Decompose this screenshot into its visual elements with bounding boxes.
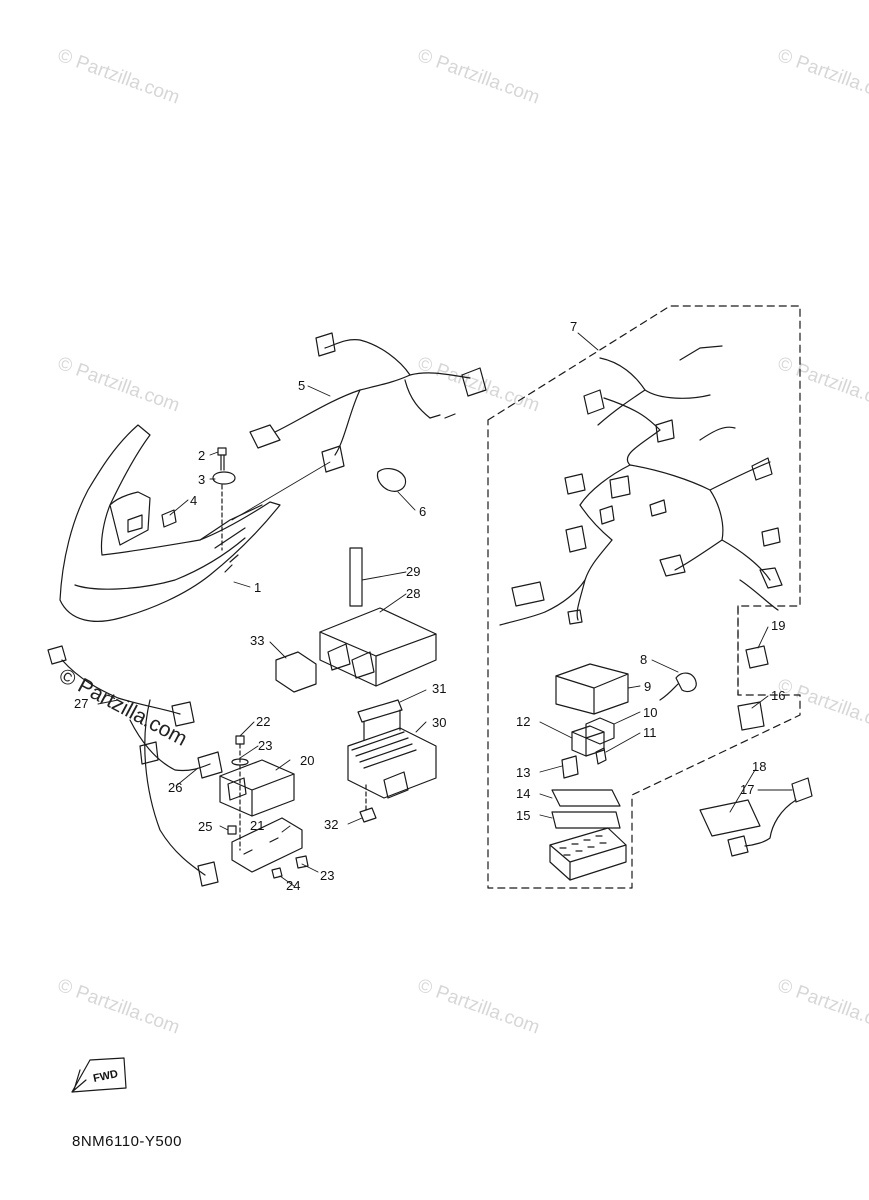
callout-8: 8: [640, 652, 647, 667]
bracket-33: [275, 651, 317, 693]
ring-terminal-8: [659, 672, 697, 701]
bracket-21: [231, 817, 303, 873]
bolt-2: [217, 447, 227, 471]
callout-14: 14: [516, 786, 530, 801]
regulator-30: [347, 727, 437, 811]
callout-2: 2: [198, 448, 205, 463]
callout-10: 10: [643, 705, 657, 720]
band-29: [349, 547, 363, 607]
main-harness-boundary: [487, 305, 801, 889]
fwd-arrow-icon: [71, 1057, 127, 1093]
fuse-label-14: [551, 789, 621, 807]
washer-23: [231, 758, 249, 766]
callout-5: 5: [298, 378, 305, 393]
relay-13: [561, 755, 579, 779]
callout-9: 9: [644, 679, 651, 694]
unit-20: [219, 759, 295, 817]
relay-12: [571, 725, 605, 757]
callout-24: 24: [286, 878, 300, 893]
callout-22: 22: [256, 714, 270, 729]
callout-28: 28: [406, 586, 420, 601]
clip-23: [295, 855, 309, 869]
fuse-box: [549, 827, 627, 881]
callout-3: 3: [198, 472, 205, 487]
sheet-18: [699, 799, 761, 837]
nut-24: [271, 867, 283, 879]
callout-31: 31: [432, 681, 446, 696]
callout-23b: 23: [320, 868, 334, 883]
callout-18: 18: [752, 759, 766, 774]
callout-19: 19: [771, 618, 785, 633]
callout-25: 25: [198, 819, 212, 834]
callout-33: 33: [250, 633, 264, 648]
callout-26: 26: [168, 780, 182, 795]
callout-11: 11: [643, 725, 657, 740]
callout-29: 29: [406, 564, 420, 579]
connector-26: [197, 751, 223, 779]
clip-4: [161, 509, 177, 528]
bolts-31: [357, 699, 403, 741]
callout-16: 16: [771, 688, 785, 703]
callout-23a: 23: [258, 738, 272, 753]
callout-21: 21: [250, 818, 264, 833]
callout-7: 7: [570, 319, 577, 334]
fwd-label: FWD: [92, 1068, 119, 1085]
diagram-code: 8NM6110-Y500: [72, 1133, 182, 1150]
callout-6: 6: [419, 504, 426, 519]
relay-10: [585, 717, 615, 745]
lead-wire-17: [727, 777, 813, 857]
leader-lines: [97, 332, 793, 887]
connector-19: [745, 645, 769, 669]
ecu-28: [319, 607, 437, 687]
callout-27: 27: [74, 696, 88, 711]
callout-12: 12: [516, 714, 530, 729]
clamp-3: [212, 471, 236, 551]
screw-22: [235, 735, 245, 851]
relay-unit-9: [555, 663, 629, 715]
callout-1: 1: [254, 580, 261, 595]
callout-30: 30: [432, 715, 446, 730]
band-6: [376, 468, 407, 492]
callout-32: 32: [324, 817, 338, 832]
callout-4: 4: [190, 493, 197, 508]
nut-32: [359, 807, 377, 823]
fuse-box-cover-15: [551, 811, 621, 829]
callout-20: 20: [300, 753, 314, 768]
screw-25: [227, 825, 237, 835]
callout-15: 15: [516, 808, 530, 823]
callout-17: 17: [740, 782, 754, 797]
headlight-cowl: [59, 424, 281, 622]
main-wire-harness: [499, 345, 783, 626]
sub-wire-harness: [231, 332, 487, 521]
callout-13: 13: [516, 765, 530, 780]
fuse-11: [595, 747, 607, 765]
connector-16: [737, 701, 765, 731]
sub-lead-27: [47, 645, 219, 887]
